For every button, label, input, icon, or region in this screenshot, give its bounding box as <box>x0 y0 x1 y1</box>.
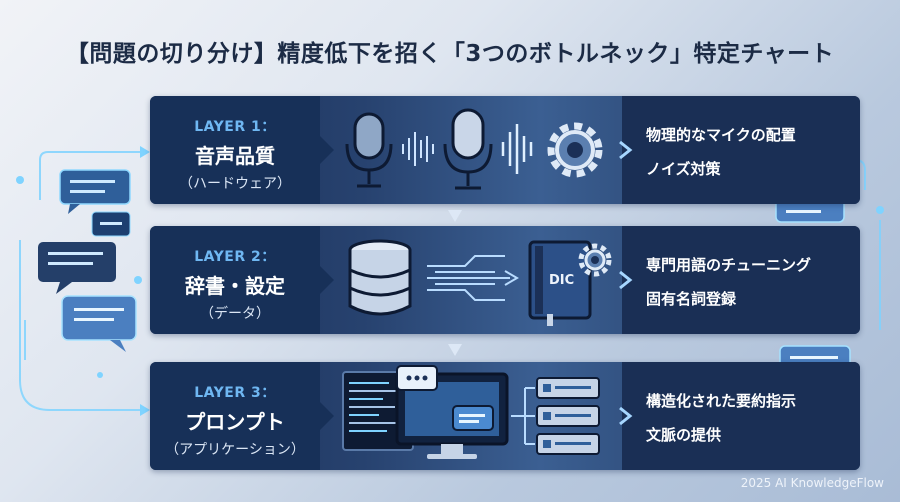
gear-icon <box>547 122 603 178</box>
page-title: 【問題の切り分け】精度低下を招く「3つのボトルネック」特定チャート <box>65 41 835 67</box>
layer-3-point-1: 構造化された要約指示 <box>646 392 797 410</box>
layer-3-subtitle: （アプリケーション） <box>165 442 305 458</box>
sound-wave-icon <box>501 124 533 174</box>
structured-list-icon <box>511 387 535 445</box>
layer-3-row: LAYER 3： プロンプト （アプリケーション） <box>150 362 860 470</box>
layer-3-title: プロンプト <box>185 410 285 434</box>
layer-1-name: LAYER 1： <box>194 119 276 135</box>
chevron-right-icon <box>619 270 633 290</box>
layer-2-label: LAYER 2： 辞書・設定 （データ） <box>150 226 320 334</box>
microphone-icon <box>345 112 393 188</box>
layer-2-subtitle: （データ） <box>200 306 270 322</box>
arrow-down-icon <box>448 344 462 356</box>
layer-2-name: LAYER 2： <box>194 249 276 265</box>
dictionary-book-icon: DIC <box>528 240 592 326</box>
layer-3-name: LAYER 3： <box>194 385 276 401</box>
layer-1-pointer <box>318 134 334 166</box>
layer-2-point-2: 固有名詞登録 <box>646 290 737 308</box>
layer-3-point-2: 文脈の提供 <box>646 426 722 444</box>
chevron-right-icon <box>619 140 633 160</box>
dic-label: DIC <box>549 273 574 288</box>
layer-1-point-1: 物理的なマイクの配置 <box>646 126 796 144</box>
layer-1-row: LAYER 1： 音声品質 （ハードウェア） <box>150 96 860 204</box>
layer-3-solutions: 構造化された要約指示 文脈の提供 <box>619 362 860 470</box>
arrow-down-icon <box>448 210 462 222</box>
layer-1-icons <box>345 108 603 190</box>
database-icon <box>348 239 412 316</box>
layer-2-point-1: 専門用語のチューニング <box>646 256 812 274</box>
layer-3-label: LAYER 3： プロンプト （アプリケーション） <box>150 362 320 470</box>
footer-credit: 2025 AI KnowledgeFlow <box>740 476 884 490</box>
side-chat-bubbles <box>16 146 150 416</box>
chevron-right-icon <box>619 406 633 426</box>
layer-1-title: 音声品質 <box>195 144 275 168</box>
data-stream-icon <box>427 255 519 301</box>
layer-2-title: 辞書・設定 <box>185 274 285 298</box>
layer-1-point-2: ノイズ対策 <box>646 160 721 178</box>
layer-3-pointer <box>318 400 334 432</box>
layer-2-solutions: 専門用語のチューニング 固有名詞登録 <box>619 226 860 334</box>
layer-3-icons <box>342 365 600 459</box>
layer-2-icons: DIC <box>348 239 612 326</box>
sound-wave-icon <box>402 132 434 166</box>
chat-bubble-icon <box>38 169 137 352</box>
list-item-icon <box>536 377 600 455</box>
gear-icon <box>578 243 612 277</box>
layer-1-subtitle: （ハードウェア） <box>179 176 291 192</box>
layer-2-pointer <box>318 264 334 296</box>
chat-bubble-icon <box>396 365 494 431</box>
microphone-icon <box>443 108 493 190</box>
layer-1-label: LAYER 1： 音声品質 （ハードウェア） <box>150 96 320 204</box>
layer-1-solutions: 物理的なマイクの配置 ノイズ対策 <box>619 96 860 204</box>
layer-2-row: LAYER 2： 辞書・設定 （データ） DIC <box>150 226 860 334</box>
